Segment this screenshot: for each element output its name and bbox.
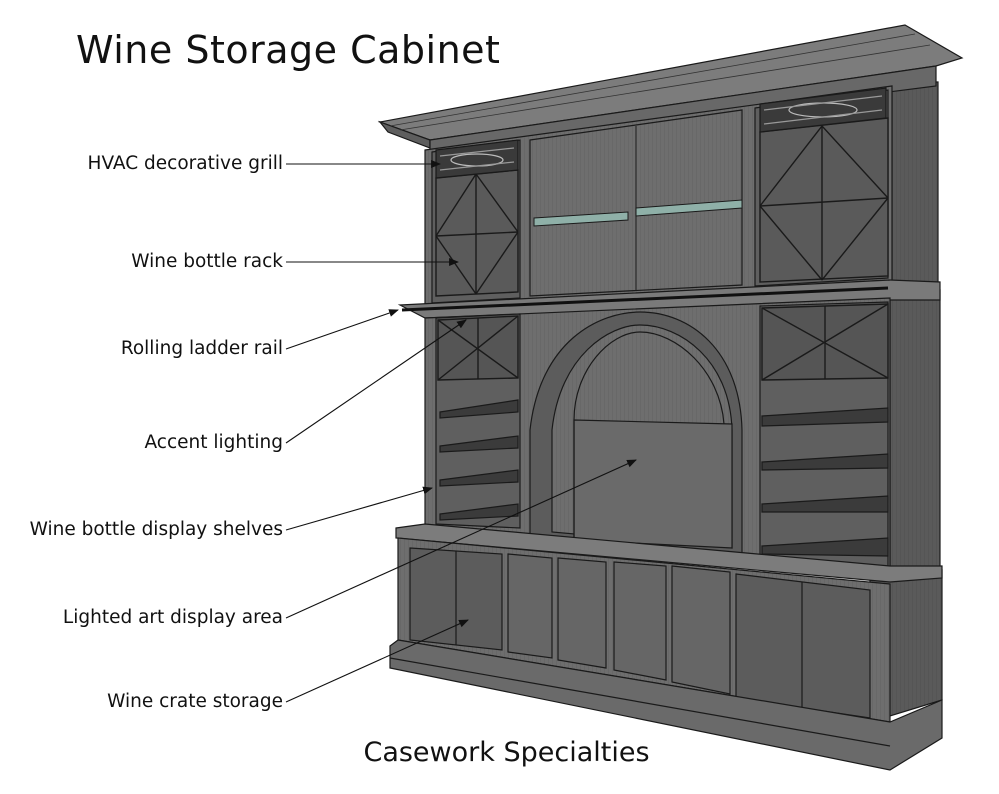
bottle-shelves <box>439 399 889 557</box>
leader-shelves <box>285 486 433 531</box>
callout-rail-label: Rolling ladder rail <box>120 338 283 359</box>
leader-accent <box>285 319 467 444</box>
glass-shelves <box>533 199 743 227</box>
upper-x-racks <box>435 117 889 297</box>
callout-rack-label: Wine bottle rack <box>131 251 283 272</box>
footer-text: Casework Specialties <box>363 737 650 768</box>
diagram-title: Wine Storage Cabinet <box>76 28 501 72</box>
diagram-footer: Casework Specialties <box>0 737 999 768</box>
base-cabinet <box>389 523 943 771</box>
callout-crate-label: Wine crate storage <box>107 691 283 712</box>
leader-rail <box>285 309 399 350</box>
crown-molding <box>377 24 964 151</box>
callout-accent-label: Accent lighting <box>144 432 283 453</box>
arch-display <box>529 311 743 561</box>
leader-art <box>285 459 637 619</box>
leader-crate <box>285 619 469 703</box>
middle-x-racks <box>437 303 889 381</box>
callout-shelves-label: Wine bottle display shelves <box>29 519 283 540</box>
callout-art-label: Lighted art display area <box>62 607 283 628</box>
callout-hvac-label: HVAC decorative grill <box>87 153 283 174</box>
hvac-grills <box>435 87 887 179</box>
leader-lines <box>285 160 637 703</box>
